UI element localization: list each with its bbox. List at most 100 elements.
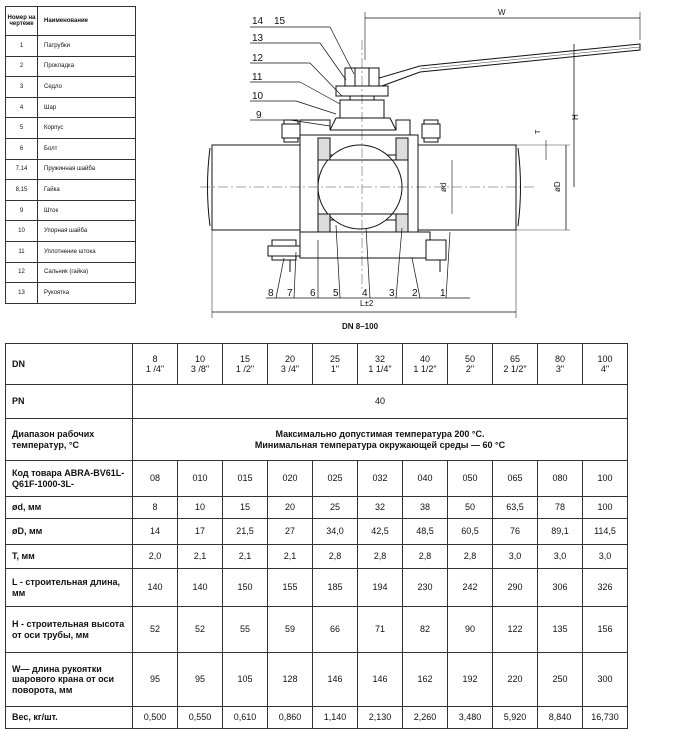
spec-cell: 080 [537, 460, 583, 497]
part-name: Корпус [37, 117, 136, 139]
spec-cell: 032 [357, 460, 403, 497]
part-name: Рукоятка [37, 282, 136, 304]
spec-cell: 290 [492, 568, 538, 607]
spec-cell: 0,610 [222, 706, 268, 729]
h-dim-label: H [571, 114, 580, 120]
spec-row-label: ød, мм [5, 496, 133, 519]
callout-1: 1 [440, 288, 446, 299]
dn-inch: 1 /4" [145, 364, 165, 374]
part-name: Пружинная шайба [37, 158, 136, 181]
dn-mm: 80 [554, 353, 565, 364]
spec-cell: 14 [132, 518, 178, 545]
temp-row: Диапазон рабочих температур, °С Максимал… [5, 418, 628, 461]
spec-cell: 146 [357, 652, 403, 707]
dn-mm: 25 [329, 353, 340, 364]
spec-cell: 100 [582, 460, 628, 497]
part-number: 9 [5, 199, 38, 222]
callout-5: 5 [333, 288, 339, 299]
spec-cell: 8 [132, 496, 178, 519]
spec-cell: 55 [222, 606, 268, 653]
spec-cell: 48,5 [402, 518, 448, 545]
part-number: 6 [5, 137, 38, 160]
spec-cell: 162 [402, 652, 448, 707]
callout-7: 7 [287, 288, 293, 299]
spec-cell: 38 [402, 496, 448, 519]
spec-cell: 27 [267, 518, 313, 545]
callouts-bottom [266, 224, 470, 299]
spec-cell: 250 [537, 652, 583, 707]
spec-cell: 146 [312, 652, 358, 707]
spec-cell: 17 [177, 518, 223, 545]
dn-inch: 1" [330, 364, 340, 374]
valve-drawing: W L±2 H øD [200, 8, 641, 318]
spec-cell: 020 [267, 460, 313, 497]
dn-mm: 20 [284, 353, 295, 364]
dn-mm: 10 [194, 353, 205, 364]
spec-cell: 025 [312, 460, 358, 497]
part-number: 5 [5, 117, 38, 139]
spec-cell: 2,8 [447, 544, 493, 569]
t-dim-label: T [535, 129, 542, 134]
callout-9: 9 [256, 110, 262, 121]
spec-cell: 1,140 [312, 706, 358, 729]
spec-row-label: W— длина рукоятки шарового крана от оси … [5, 652, 133, 707]
callout-10: 10 [252, 91, 264, 102]
part-name: Гайка [37, 179, 136, 201]
l-dim-label: L±2 [360, 299, 374, 308]
spec-cell: 15 [222, 496, 268, 519]
spec-cell: 150 [222, 568, 268, 607]
spec-cell: 95 [132, 652, 178, 707]
spec-row-label: øD, мм [5, 518, 133, 545]
spec-cell: 010 [177, 460, 223, 497]
temp-label: Диапазон рабочих температур, °С [5, 418, 133, 461]
dn-inch: 2" [465, 364, 475, 374]
callout-12: 12 [252, 53, 264, 64]
drawing-caption: DN 8–100 [342, 322, 379, 331]
spec-cell: 63,5 [492, 496, 538, 519]
dn-mm: 40 [419, 353, 430, 364]
spec-cell: 60,5 [447, 518, 493, 545]
dn-inch: 3 /8" [190, 364, 210, 374]
spec-cell: 8,840 [537, 706, 583, 729]
part-name: Болт [37, 137, 136, 160]
part-number: 8,15 [5, 179, 38, 201]
spec-cell: 242 [447, 568, 493, 607]
callout-4: 4 [362, 288, 368, 299]
callouts-left [250, 26, 355, 127]
spec-cell: 140 [132, 568, 178, 607]
callout-8: 8 [268, 288, 274, 299]
spec-cell: 2,0 [132, 544, 178, 569]
parts-header-name: Наименование [37, 6, 136, 36]
spec-cell: 050 [447, 460, 493, 497]
spec-cell: 2,8 [402, 544, 448, 569]
parts-header-number: Номер на чертеже [5, 6, 38, 36]
spec-cell: 5,920 [492, 706, 538, 729]
spec-cell: 230 [402, 568, 448, 607]
part-number: 4 [5, 96, 38, 119]
spec-cell: 300 [582, 652, 628, 707]
spec-cell: 0,500 [132, 706, 178, 729]
dn-mm: 50 [464, 353, 475, 364]
part-name: Сальник (гайка) [37, 261, 136, 284]
part-name: Прокладка [37, 55, 136, 78]
spec-cell: 16,730 [582, 706, 628, 729]
dn-inch: 1 1/2" [413, 364, 437, 374]
spec-cell: 220 [492, 652, 538, 707]
spec-cell: 2,130 [357, 706, 403, 729]
spec-cell: 52 [177, 606, 223, 653]
dn-mm: 8 [152, 353, 158, 364]
part-number: 3 [5, 76, 38, 98]
